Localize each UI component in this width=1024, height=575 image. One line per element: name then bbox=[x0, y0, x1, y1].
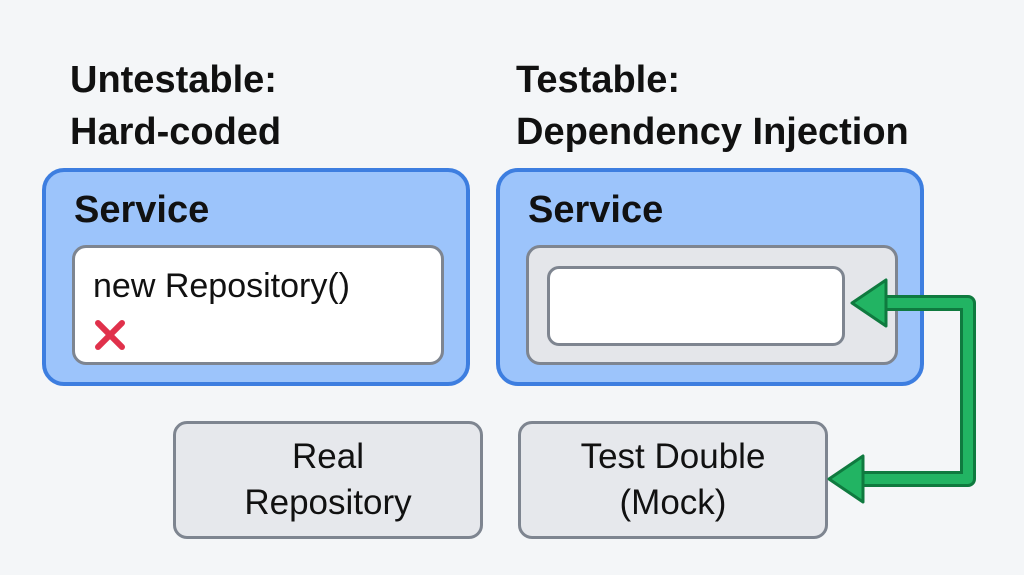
injection-container bbox=[526, 245, 898, 365]
testable-heading: Testable: Dependency Injection bbox=[516, 54, 909, 158]
test-double-box: Test Double (Mock) bbox=[518, 421, 828, 539]
red-x-icon bbox=[95, 320, 125, 350]
arrow-into-mock-icon bbox=[827, 454, 865, 504]
real-repository-line2: Repository bbox=[244, 483, 412, 522]
test-double-line1: Test Double bbox=[580, 437, 766, 476]
real-repository-line1: Real bbox=[292, 437, 364, 476]
untestable-heading-line2: Hard-coded bbox=[70, 111, 282, 153]
hardcoded-service-title: Service bbox=[74, 189, 210, 231]
untestable-heading: Untestable: Hard-coded bbox=[70, 54, 281, 158]
injected-service-title: Service bbox=[528, 189, 664, 231]
injection-slot bbox=[547, 266, 845, 346]
testable-heading-line1: Testable: bbox=[516, 59, 681, 101]
hardcoded-service-box: Service new Repository() bbox=[42, 168, 470, 386]
real-repository-box: Real Repository bbox=[173, 421, 483, 539]
testable-heading-line2: Dependency Injection bbox=[516, 111, 909, 153]
test-double-line2: (Mock) bbox=[619, 483, 727, 522]
injected-service-box: Service bbox=[496, 168, 924, 386]
untestable-heading-line1: Untestable: bbox=[70, 59, 277, 101]
new-repository-code: new Repository() bbox=[93, 267, 350, 305]
hardcoded-dependency-slot: new Repository() bbox=[72, 245, 444, 365]
